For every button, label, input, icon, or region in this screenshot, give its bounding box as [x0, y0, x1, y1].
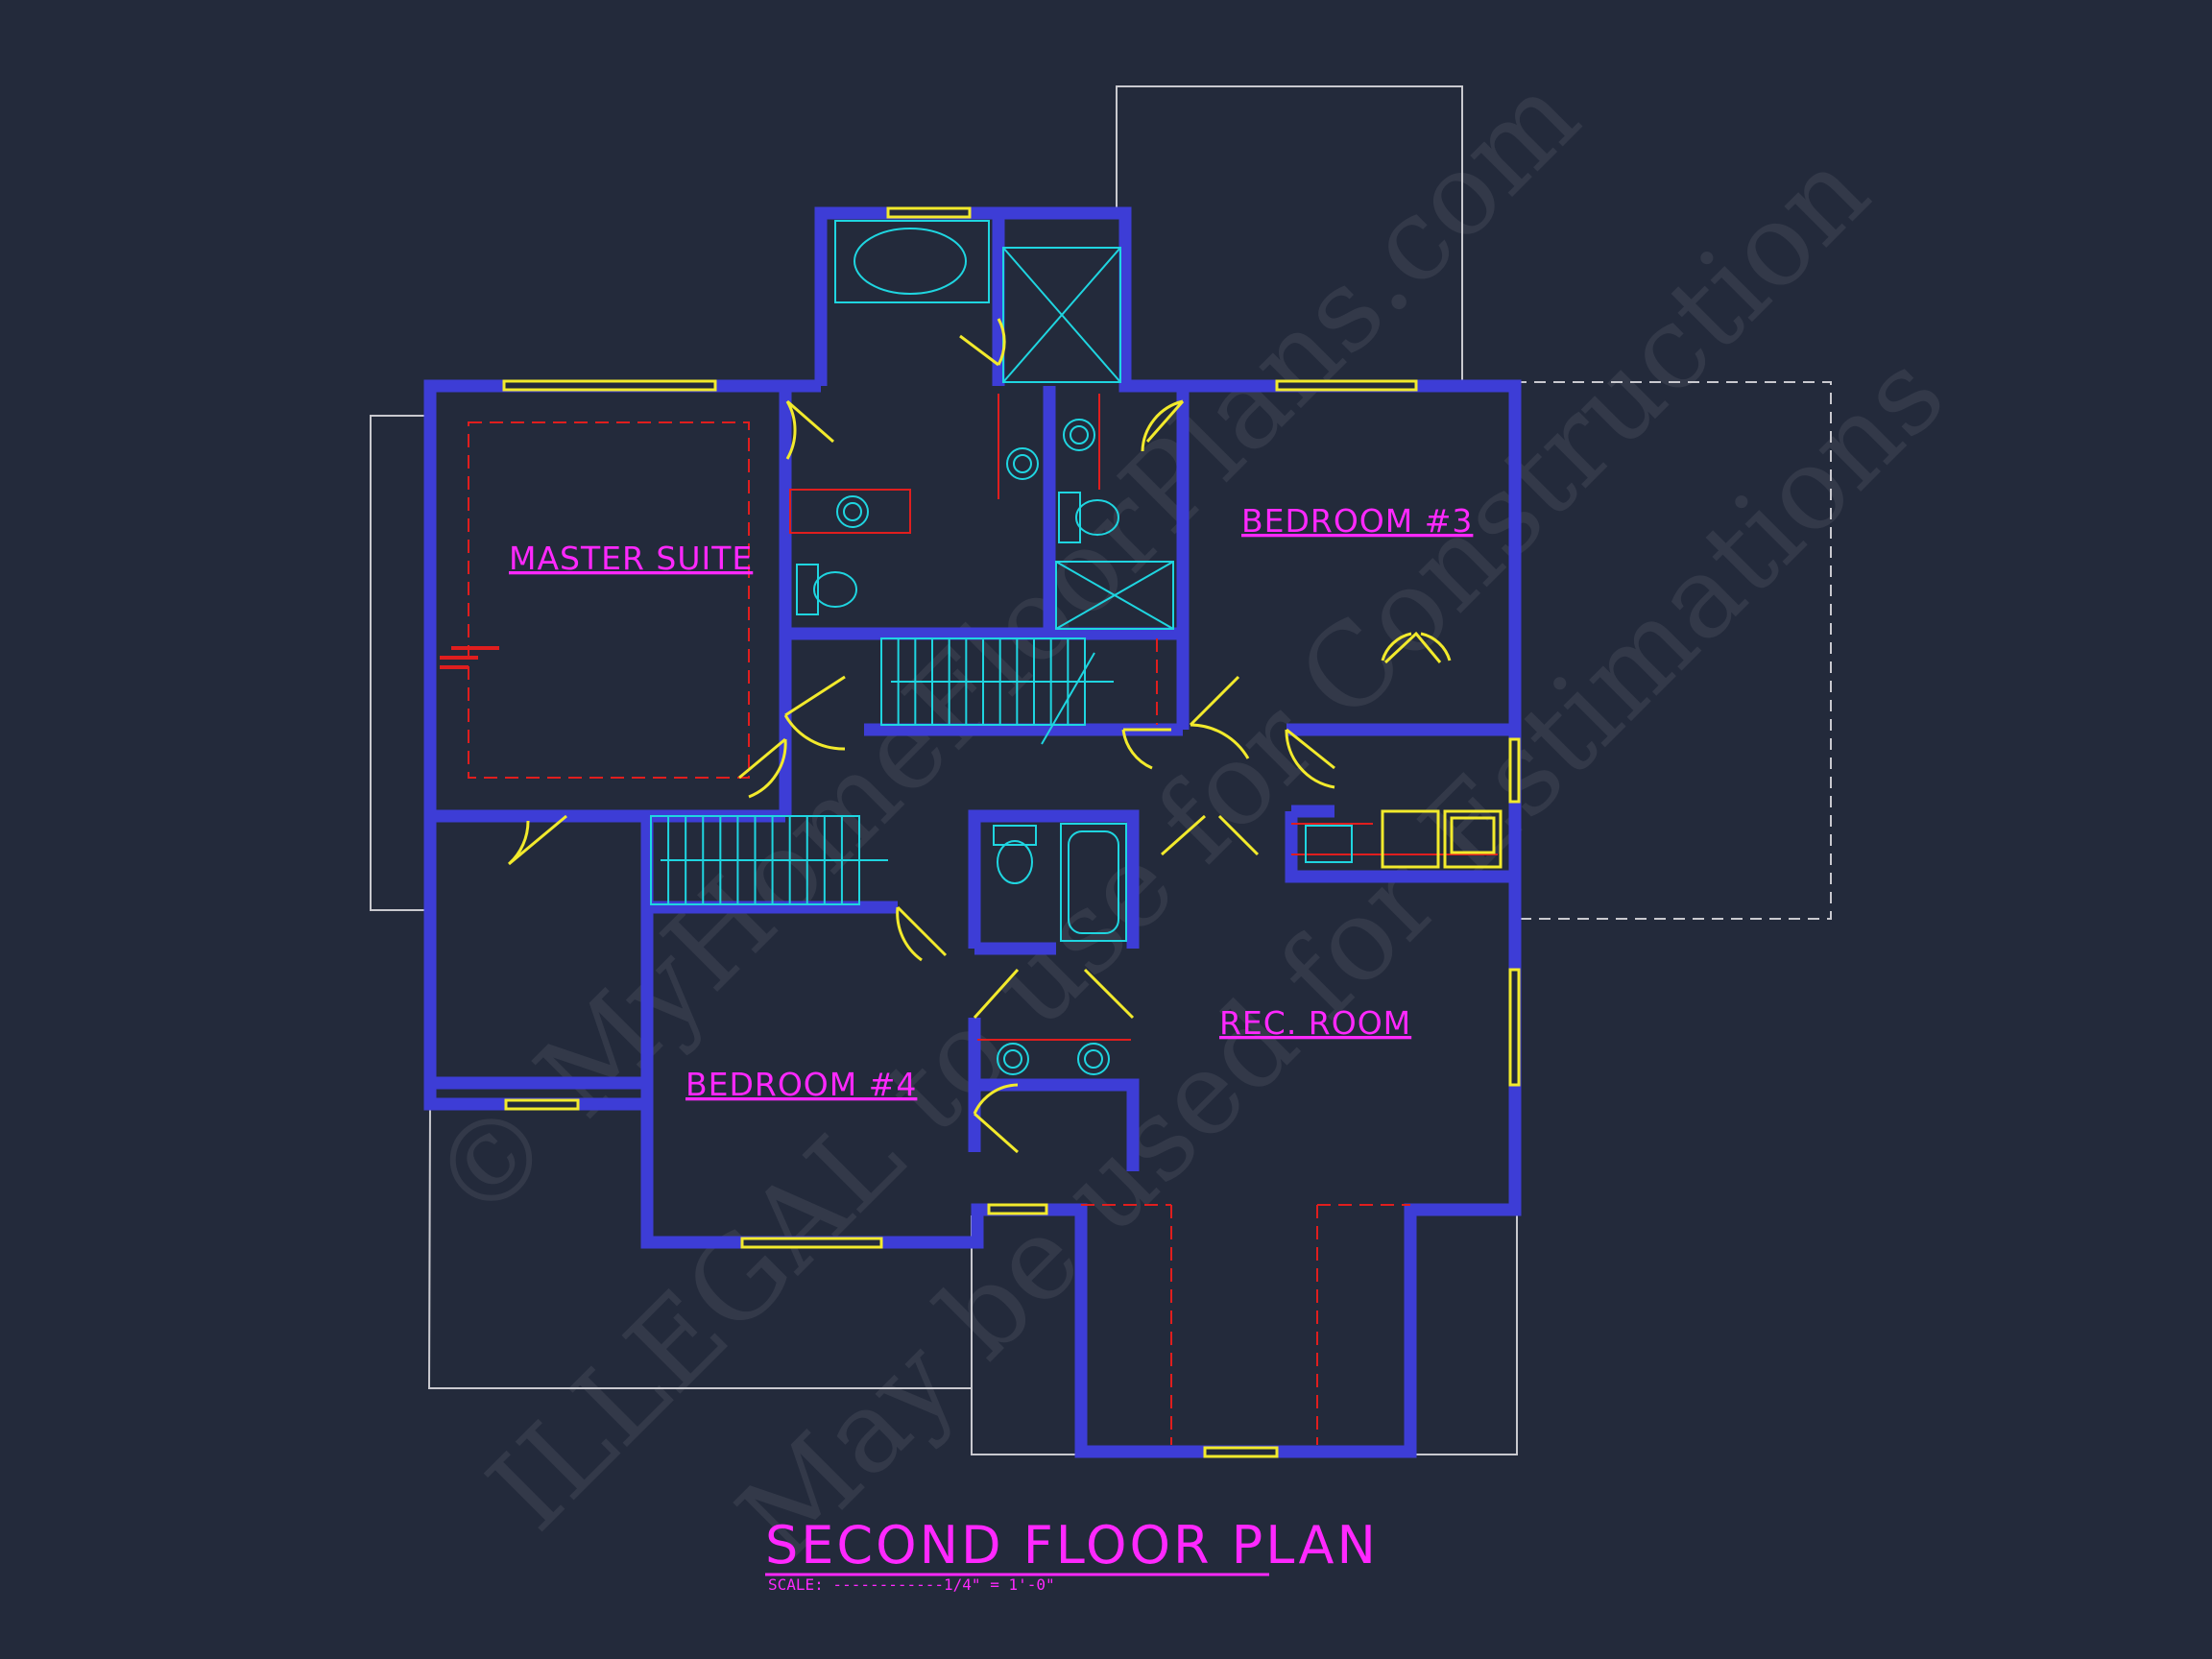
- room-label-bedroom-3: BEDROOM #3: [1241, 502, 1473, 540]
- window: [987, 1203, 1048, 1215]
- washer-icon: [1381, 809, 1440, 869]
- window: [504, 1098, 580, 1111]
- room-labels: MASTER SUITE BEDROOM #3 BEDROOM #4 REC. …: [509, 502, 1473, 1103]
- shower-icon: [1002, 247, 1121, 383]
- bathtub-icon: [1060, 823, 1127, 942]
- window: [886, 206, 972, 219]
- window: [1203, 1446, 1279, 1458]
- window: [1275, 379, 1418, 392]
- stairs: [650, 637, 1114, 905]
- shower-icon: [1055, 561, 1174, 630]
- dryer-icon: [1443, 809, 1503, 869]
- sink-icon: [1063, 419, 1095, 451]
- hidden-lines: [440, 394, 1498, 1445]
- doors: [507, 318, 1452, 1154]
- bathtub-icon: [834, 220, 990, 303]
- fixtures: [796, 220, 1503, 1075]
- room-label-rec-room: REC. ROOM: [1219, 1004, 1411, 1042]
- toilet-icon: [993, 825, 1037, 846]
- sink-icon: [836, 495, 869, 528]
- window: [502, 379, 717, 392]
- room-label-master-suite: MASTER SUITE: [509, 540, 753, 577]
- sink-icon: [1077, 1043, 1110, 1075]
- room-label-bedroom-4: BEDROOM #4: [685, 1066, 917, 1103]
- laundry-sink-icon: [1305, 825, 1353, 863]
- windows: [502, 206, 1521, 1458]
- toilet-icon: [796, 564, 819, 615]
- fireplace-hatch: [440, 646, 499, 669]
- window: [740, 1237, 883, 1249]
- plan-title: SECOND FLOOR PLAN: [765, 1515, 1379, 1575]
- window: [1508, 968, 1521, 1087]
- sink-icon: [997, 1043, 1029, 1075]
- plan-scale: SCALE: ------------1/4" = 1'-0": [768, 1575, 1055, 1594]
- sink-icon: [1006, 447, 1039, 480]
- toilet-icon: [1058, 492, 1081, 543]
- title-block: SECOND FLOOR PLAN SCALE: ------------1/4…: [765, 1515, 1379, 1594]
- window: [1508, 737, 1521, 804]
